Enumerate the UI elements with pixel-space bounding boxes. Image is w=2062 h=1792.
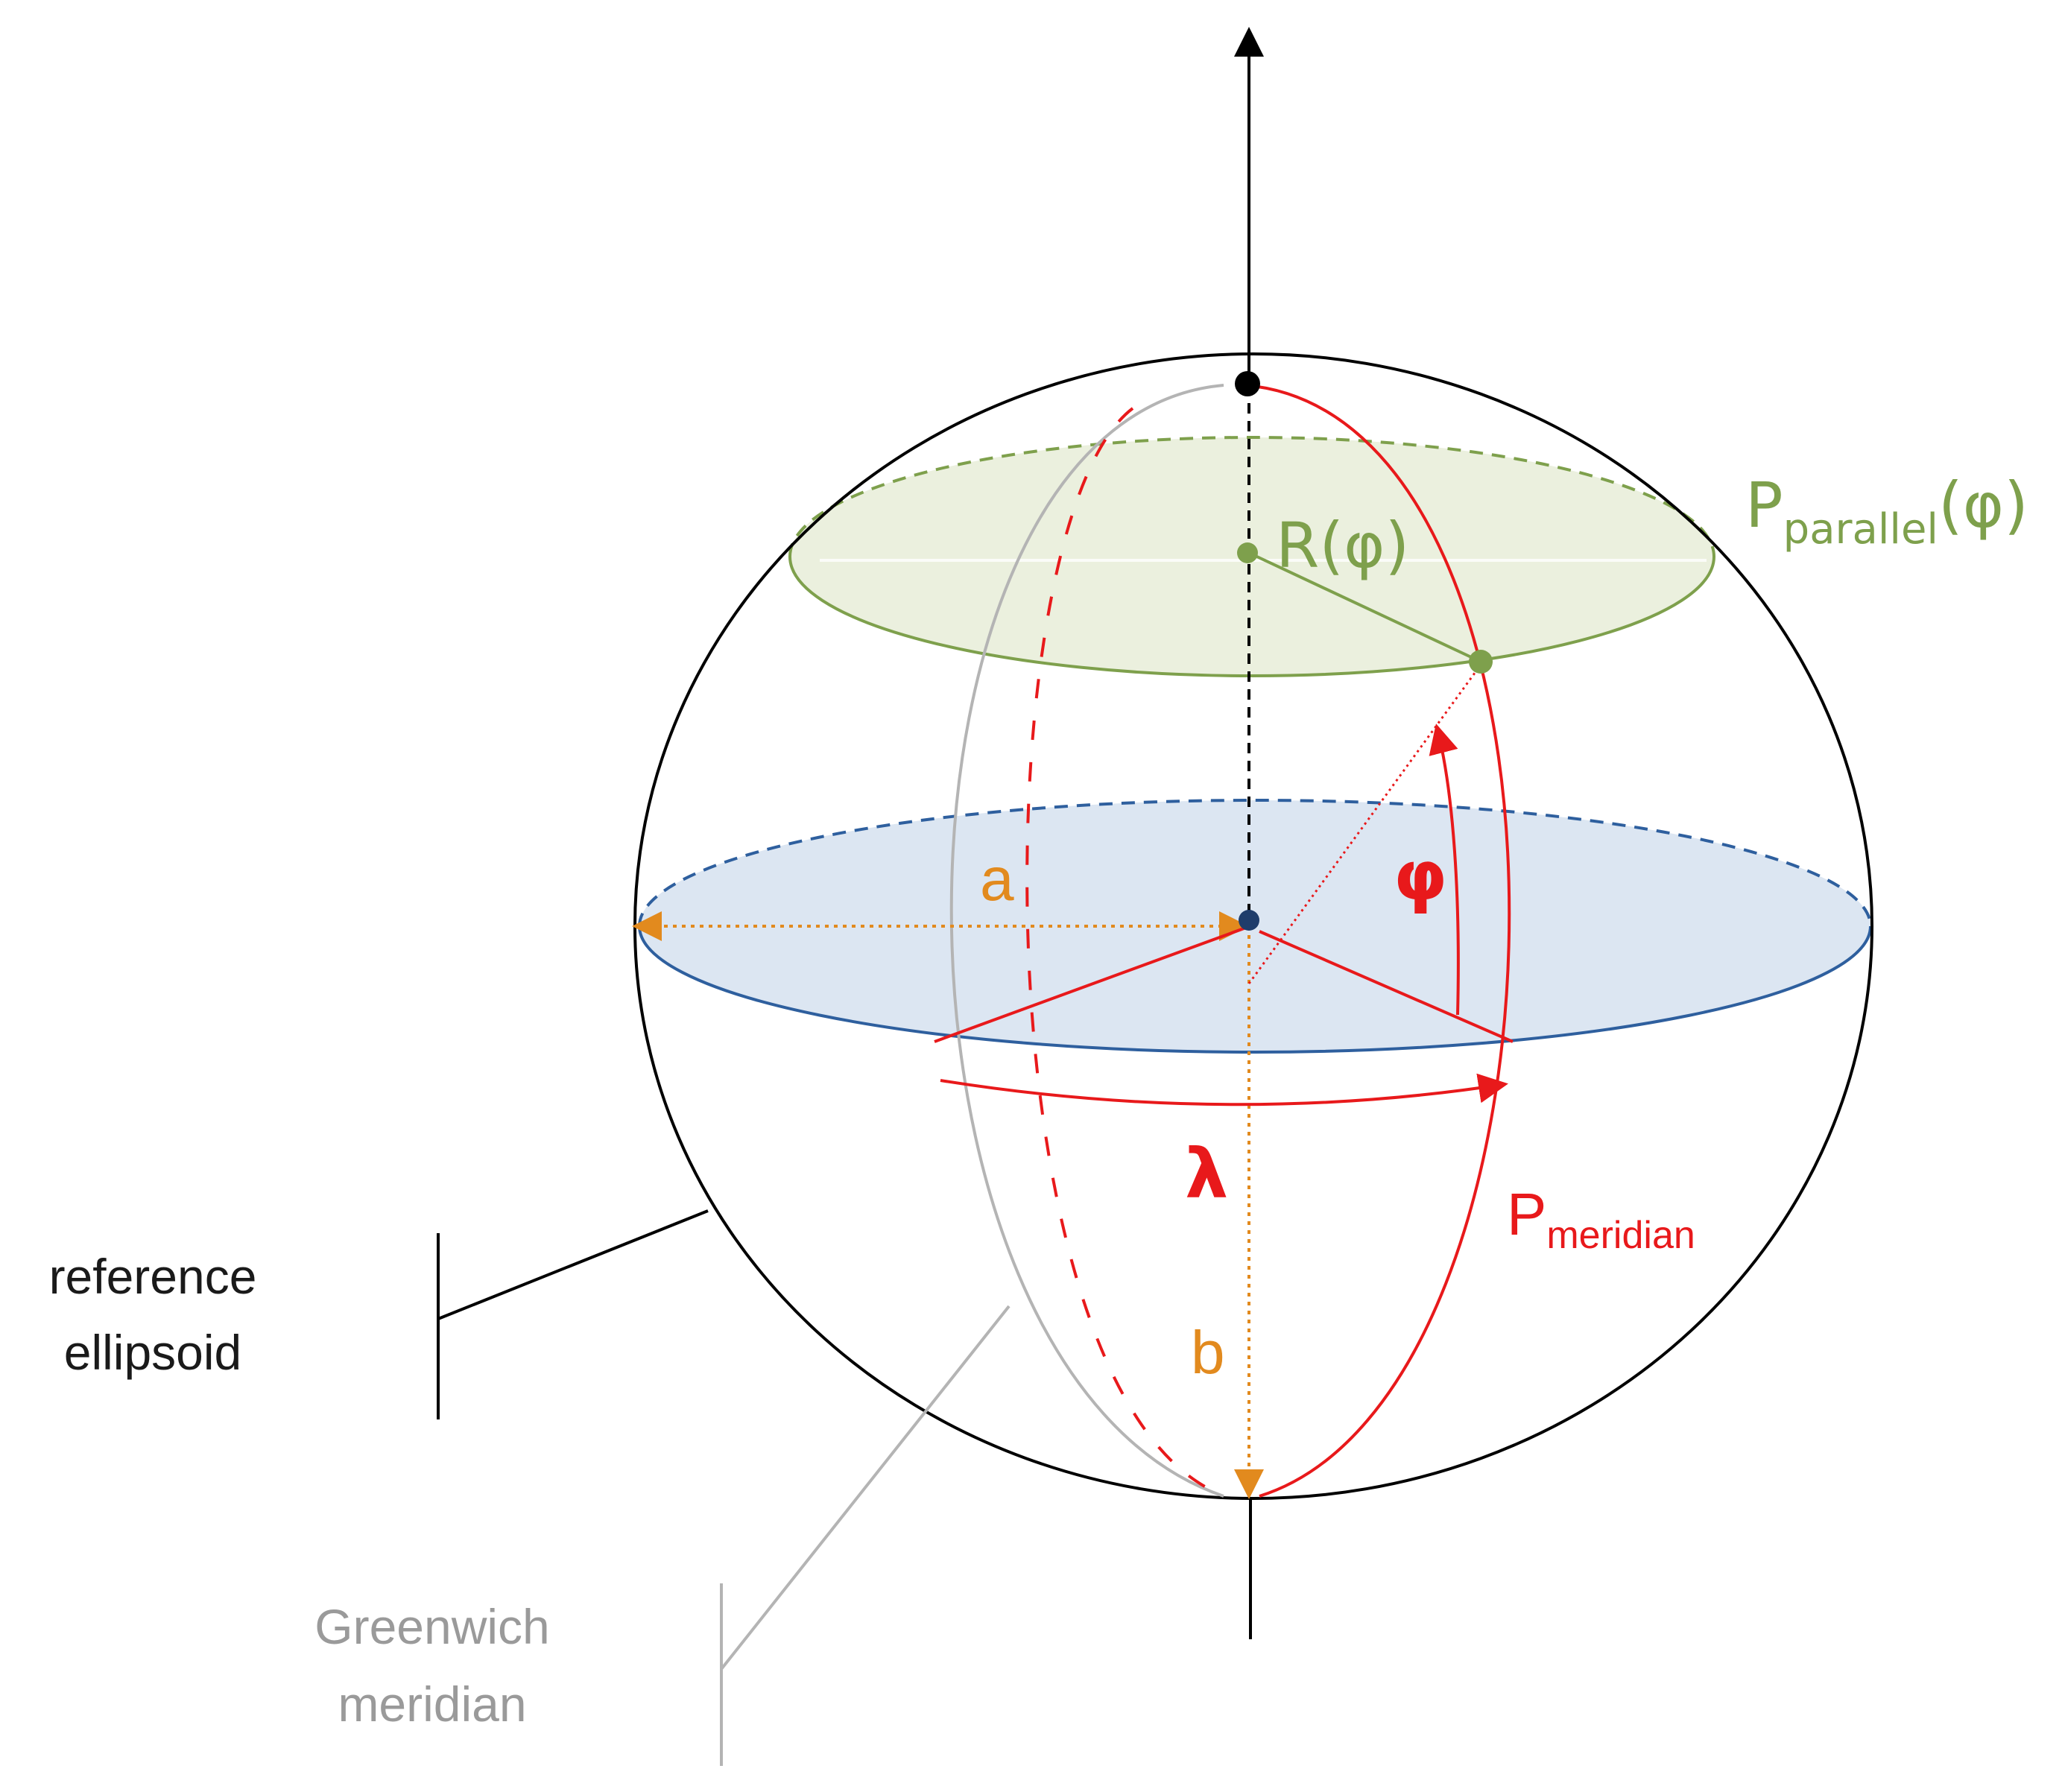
label-reference-line1: reference	[48, 1249, 257, 1304]
equator-front-edge	[638, 925, 1872, 1054]
label-p-parallel-arg: (φ)	[1938, 469, 2028, 542]
parallel-radius	[1248, 551, 1481, 663]
latitude-normal-line	[1247, 661, 1484, 984]
greenwich-radius	[934, 926, 1247, 1043]
north-pole-dot	[1235, 371, 1260, 396]
greenwich-leader	[720, 1305, 1011, 1671]
label-r-phi: R(φ)	[1276, 509, 1410, 582]
label-reference-ellipsoid: reference ellipsoid	[15, 1252, 291, 1377]
label-p-parallel-sub: parallel	[1783, 505, 1938, 554]
meridian-radius	[1259, 930, 1514, 1043]
label-greenwich-line1: Greenwich	[314, 1599, 550, 1654]
equator-back-edge	[638, 799, 1872, 927]
label-b: b	[1191, 1319, 1225, 1387]
latitude-arc	[1429, 724, 1460, 1016]
label-phi: φ	[1394, 836, 1447, 916]
label-reference-line2: ellipsoid	[63, 1325, 242, 1380]
label-p-meridian-sub: meridian	[1546, 1214, 1695, 1257]
label-greenwich-meridian: Greenwich meridian	[279, 1602, 585, 1729]
label-p-meridian: Pmeridian	[1507, 1185, 1695, 1256]
longitude-arc	[940, 1073, 1508, 1106]
center-dot	[1239, 910, 1259, 931]
parallel-back-edge	[788, 436, 1715, 557]
parallel-center-dot	[1237, 542, 1258, 563]
p-meridian-curve	[1245, 384, 1511, 1498]
parallel-point-dot	[1469, 650, 1493, 674]
parallel-front-edge	[788, 556, 1715, 677]
label-a: a	[980, 846, 1014, 914]
reference-ellipsoid-leader	[437, 1209, 709, 1320]
label-p-parallel-main: P	[1745, 469, 1783, 542]
greenwich-meridian-curve	[949, 384, 1224, 1498]
label-lambda: λ	[1185, 1134, 1229, 1214]
label-greenwich-line2: meridian	[338, 1677, 527, 1732]
label-p-meridian-main: P	[1507, 1181, 1547, 1247]
label-p-parallel: Pparallel(φ)	[1745, 474, 2028, 551]
